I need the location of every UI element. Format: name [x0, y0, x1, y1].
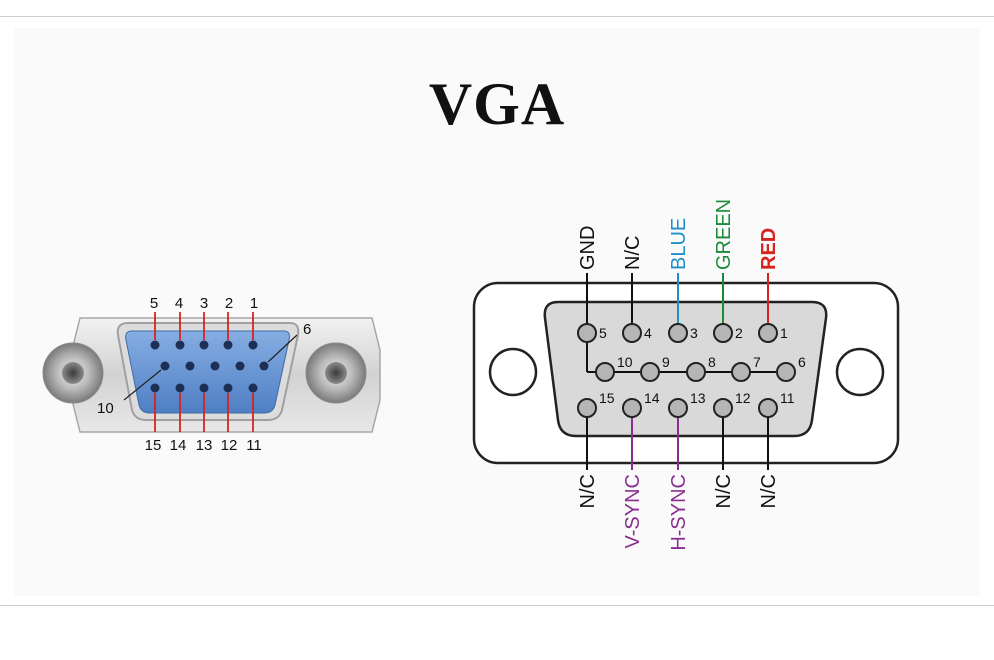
signal-label-gnd: GND [577, 226, 599, 270]
signal-label-nc: N/C [577, 474, 599, 508]
pin-number: 3 [690, 325, 698, 341]
pin-number: 14 [644, 390, 660, 406]
pin-number: 15 [599, 390, 615, 406]
vga-photo-connector: 5 4 3 2 1 6 10 15 14 13 12 11 [42, 295, 381, 454]
pin-number: 2 [735, 325, 743, 341]
signal-label-nc: N/C [758, 474, 780, 508]
signal-label-blue: BLUE [668, 218, 690, 270]
pin-number: 4 [644, 325, 652, 341]
pin-number: 12 [735, 390, 751, 406]
photo-top-label: 1 [250, 295, 258, 312]
pin-number: 10 [617, 354, 633, 370]
left-mount-hole [488, 347, 538, 397]
vga-schematic: 5 4 3 2 1 10 9 8 7 6 15 14 13 12 11 GND … [472, 199, 900, 551]
bottom-divider [0, 605, 994, 606]
diagram-title: VGA [428, 71, 566, 137]
pin-number: 5 [599, 325, 607, 341]
photo-bottom-label: 14 [170, 437, 187, 454]
bottom-signal-lines [586, 408, 769, 470]
photo-top-label: 3 [200, 295, 208, 312]
photo-top-label: 4 [175, 295, 183, 312]
photo-top-label: 5 [150, 295, 158, 312]
pin-number: 9 [662, 354, 670, 370]
signal-label-nc: N/C [622, 236, 644, 270]
pin-number: 6 [798, 354, 806, 370]
pin-number: 8 [708, 354, 716, 370]
pin-number: 7 [753, 354, 761, 370]
photo-pin-holes [150, 340, 269, 393]
pin-number: 13 [690, 390, 706, 406]
signal-label-green: GREEN [713, 199, 735, 270]
schematic-pins [577, 323, 796, 418]
photo-bottom-label: 12 [221, 437, 238, 454]
photo-top-label: 2 [225, 295, 233, 312]
photo-bottom-label: 11 [246, 437, 262, 454]
photo-leader-lines [154, 312, 254, 432]
connector-blue-insert [125, 330, 290, 414]
top-divider [0, 16, 994, 17]
photo-bottom-label: 15 [145, 437, 162, 454]
signal-label-hsync: H-SYNC [668, 474, 690, 551]
left-hex-nut [42, 342, 104, 404]
photo-pointer-lines [123, 334, 298, 401]
pin-number: 11 [780, 390, 795, 406]
right-hex-nut [305, 342, 367, 404]
photo-pin10-label: 10 [97, 400, 114, 417]
signal-label-vsync: V-SYNC [622, 474, 644, 548]
pin-number: 1 [780, 325, 788, 341]
schematic-d-shell [543, 300, 828, 438]
photo-bottom-label: 13 [196, 437, 213, 454]
photo-pin6-label: 6 [303, 321, 311, 338]
signal-label-nc: N/C [713, 474, 735, 508]
signal-label-red: RED [758, 228, 780, 270]
right-mount-hole [835, 347, 885, 397]
